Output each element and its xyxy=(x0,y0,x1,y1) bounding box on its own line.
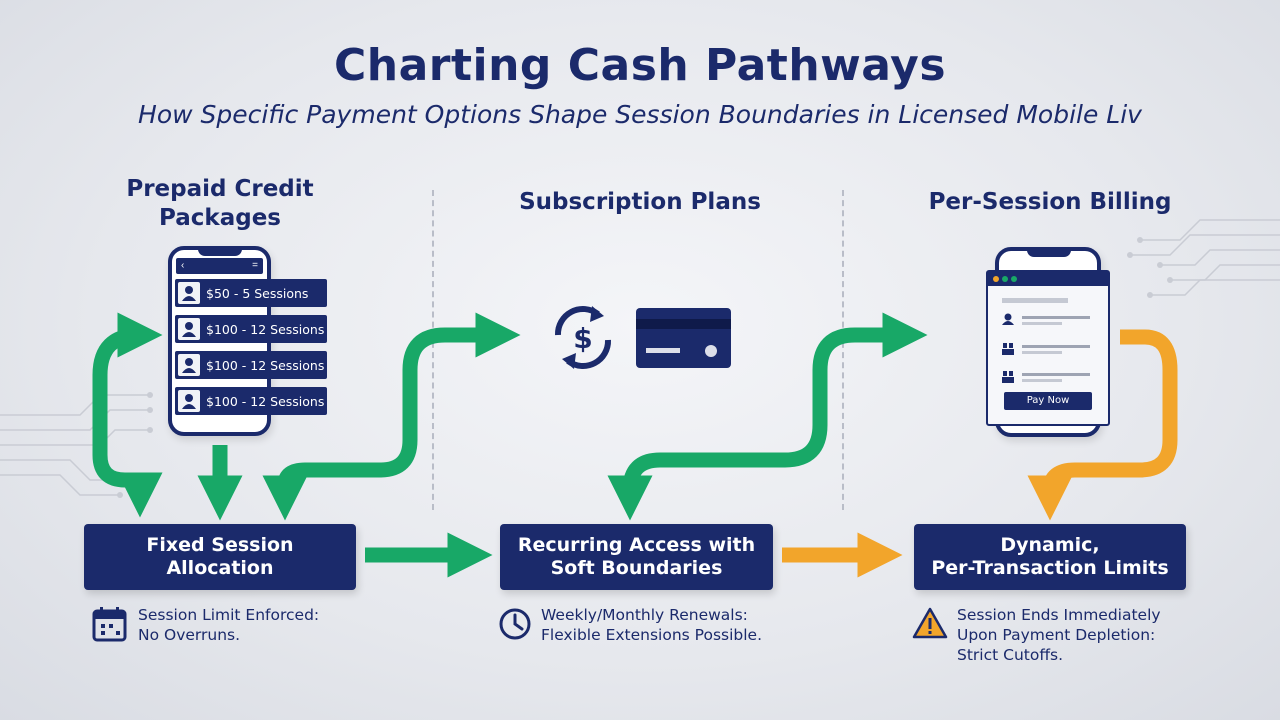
package-option[interactable]: $100 - 12 Sessions xyxy=(175,351,327,379)
outcome-line: Dynamic, xyxy=(1000,534,1100,556)
outcome-fixed-session-allocation: Fixed Session Allocation xyxy=(84,524,356,590)
package-option[interactable]: $100 - 12 Sessions xyxy=(175,387,327,415)
arrow-checkout-to-dynamic xyxy=(1027,329,1178,521)
arrow-phone-to-allocation-left xyxy=(92,312,163,518)
user-icon xyxy=(178,354,200,376)
package-label: $100 - 12 Sessions xyxy=(206,357,325,373)
phone-notch xyxy=(198,249,242,256)
dollar-cycle-icon: $ xyxy=(555,305,611,370)
back-icon[interactable]: ‹ xyxy=(181,260,185,271)
svg-text:$: $ xyxy=(573,322,592,355)
user-icon xyxy=(178,282,200,304)
checkout-rows xyxy=(1002,313,1090,383)
phone-app-bar: ‹ = xyxy=(176,258,263,274)
checkout-window: Pay Now xyxy=(986,270,1110,426)
note-subscription: Weekly/Monthly Renewals: Flexible Extens… xyxy=(541,605,801,645)
package-option[interactable]: $100 - 12 Sessions xyxy=(175,315,327,343)
arrow-allocation-to-subscription xyxy=(262,312,521,521)
note-per-session: Session Ends Immediately Upon Payment De… xyxy=(957,605,1207,665)
arrow-billing-to-recurring xyxy=(607,312,928,521)
user-icon xyxy=(178,390,200,412)
user-icon xyxy=(178,318,200,340)
outcome-line: Fixed Session xyxy=(146,534,294,556)
calendar-icon xyxy=(92,607,127,642)
window-dot-icon xyxy=(1002,276,1008,282)
window-dot-icon xyxy=(1011,276,1017,282)
page-subtitle: How Specific Payment Options Shape Sessi… xyxy=(138,100,1142,129)
placeholder-line xyxy=(1002,298,1068,303)
note-line: Flexible Extensions Possible. xyxy=(541,626,763,644)
outcome-line: Soft Boundaries xyxy=(550,557,723,579)
note-line: Strict Cutoffs. xyxy=(957,646,1064,664)
package-label: $100 - 12 Sessions xyxy=(206,321,325,337)
outcome-line: Recurring Access with xyxy=(517,534,756,556)
heading-line: Packages xyxy=(159,205,281,231)
package-label: $50 - 5 Sessions xyxy=(206,285,309,301)
note-line: Weekly/Monthly Renewals: xyxy=(541,606,748,624)
package-option[interactable]: $50 - 5 Sessions xyxy=(175,279,327,307)
heading-per-session-billing: Per-Session Billing xyxy=(928,189,1172,215)
package-list: $50 - 5 Sessions $100 - 12 Sessions $100… xyxy=(175,279,327,415)
phone-notch xyxy=(1027,250,1071,257)
heading-prepaid-credit-packages: Prepaid Credit Packages xyxy=(100,175,340,233)
warning-icon xyxy=(912,607,948,639)
menu-icon[interactable]: = xyxy=(252,260,258,271)
page-title: Charting Cash Pathways xyxy=(333,40,947,91)
group-icon xyxy=(1002,371,1014,383)
group-icon xyxy=(1002,343,1014,355)
credit-card-icon xyxy=(636,308,731,368)
outcome-line: Allocation xyxy=(166,557,274,579)
heading-line: Prepaid Credit xyxy=(126,176,314,202)
note-line: Session Limit Enforced: xyxy=(138,606,320,624)
clock-icon xyxy=(499,608,531,640)
note-line: Session Ends Immediately xyxy=(957,606,1161,624)
package-label: $100 - 12 Sessions xyxy=(206,393,325,409)
pay-now-button[interactable]: Pay Now xyxy=(1004,392,1092,410)
window-titlebar xyxy=(988,272,1108,286)
outcome-dynamic-limits: Dynamic, Per-Transaction Limits xyxy=(914,524,1186,590)
note-line: Upon Payment Depletion: xyxy=(957,626,1156,644)
outcome-recurring-access: Recurring Access with Soft Boundaries xyxy=(500,524,773,590)
outcome-line: Per-Transaction Limits xyxy=(931,557,1169,579)
note-line: No Overruns. xyxy=(138,626,241,644)
window-dot-icon xyxy=(993,276,999,282)
note-prepaid: Session Limit Enforced: No Overruns. xyxy=(138,605,378,645)
heading-subscription-plans: Subscription Plans xyxy=(519,189,761,215)
user-icon xyxy=(1002,313,1014,325)
